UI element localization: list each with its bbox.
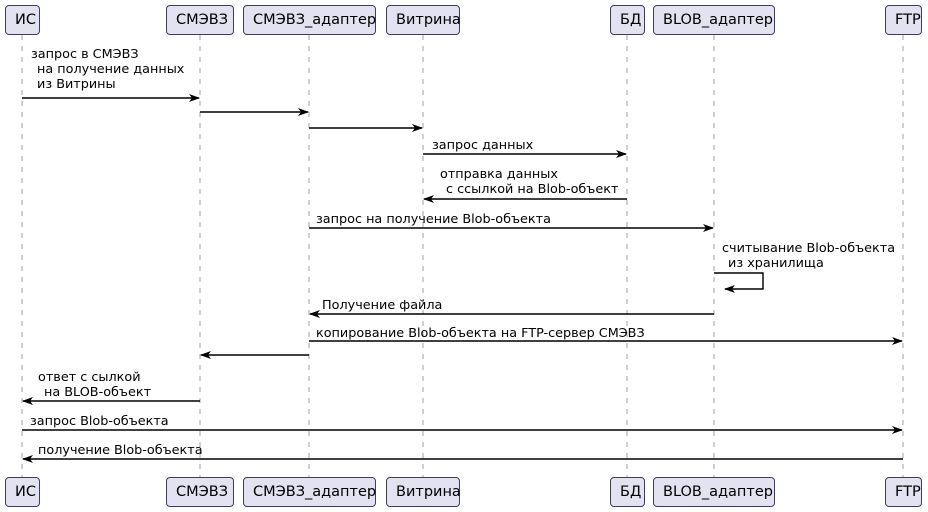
message-label-line: на BLOB-объект <box>44 385 152 400</box>
participant-smev-header[interactable]: СМЭВЗ <box>166 5 234 35</box>
message-label-m8: Получение файла <box>322 298 442 313</box>
message-label-line: запрос в СМЭВЗ <box>31 47 139 62</box>
message-label-line: копирование Blob-объекта на FTP-сервер С… <box>316 326 645 341</box>
message-label-line: отправка данных <box>440 167 558 182</box>
participant-label: БД <box>620 12 642 28</box>
message-label-m13: получение Blob-объекта <box>38 443 203 458</box>
participant-is-header[interactable]: ИС <box>5 5 40 35</box>
participant-vitrina-footer[interactable]: Витрина <box>386 477 461 507</box>
participant-label: Витрина <box>396 12 461 28</box>
participant-smev_adapter-header[interactable]: СМЭВЗ_адаптер <box>243 5 376 35</box>
participant-label: СМЭВЗ_адаптер <box>253 484 377 500</box>
participant-label: ИС <box>15 484 36 500</box>
message-label-m6: запрос на получение Blob-объекта <box>316 212 551 227</box>
participant-label: ИС <box>15 12 36 28</box>
message-label-m12: запрос Blob-объекта <box>30 414 169 429</box>
participant-label: СМЭВЗ <box>176 484 229 500</box>
message-label-line: на получение данных <box>37 62 185 77</box>
message-label-line: запрос данных <box>432 138 534 153</box>
message-label-m9: копирование Blob-объекта на FTP-сервер С… <box>316 326 645 341</box>
message-arrows-group <box>22 94 903 463</box>
participant-smev-footer[interactable]: СМЭВЗ <box>166 477 234 507</box>
participant-is-footer[interactable]: ИС <box>5 477 40 507</box>
message-label-line: из Витрины <box>37 77 116 92</box>
participant-label: FTP <box>895 484 921 500</box>
message-label-line: запрос на получение Blob-объекта <box>316 212 551 227</box>
participant-label: BLOB_адаптер <box>663 12 773 28</box>
participant-label: BLOB_адаптер <box>663 484 773 500</box>
participant-vitrina-header[interactable]: Витрина <box>386 5 461 35</box>
lifelines-group <box>21 35 904 477</box>
message-label-line: из хранилища <box>728 256 824 271</box>
participant-bd-footer[interactable]: БД <box>610 477 645 507</box>
participant-blob_adapter-footer[interactable]: BLOB_адаптер <box>653 477 775 507</box>
participant-blob_adapter-header[interactable]: BLOB_адаптер <box>653 5 775 35</box>
message-label-m4: запрос данных <box>432 138 533 153</box>
message-label-line: с ссылкой на Blob-объект <box>446 182 619 197</box>
message-label-line: считывание Blob-объекта <box>722 241 896 256</box>
message-label-line: ответ с сылкой <box>38 370 141 385</box>
message-label-line: Получение файла <box>322 298 443 313</box>
message-label-line: запрос Blob-объекта <box>30 414 169 429</box>
participant-label: СМЭВЗ <box>176 12 229 28</box>
message-m7-self-loop <box>714 272 764 293</box>
participant-label: СМЭВЗ_адаптер <box>253 12 377 28</box>
message-label-line: получение Blob-объекта <box>38 443 203 458</box>
participant-label: Витрина <box>396 484 461 500</box>
participant-bd-header[interactable]: БД <box>610 5 645 35</box>
participant-label: FTP <box>895 12 921 28</box>
participant-label: БД <box>620 484 642 500</box>
participant-smev_adapter-footer[interactable]: СМЭВЗ_адаптер <box>243 477 376 507</box>
participant-ftp-footer[interactable]: FTP <box>885 477 922 507</box>
participant-ftp-header[interactable]: FTP <box>885 5 922 35</box>
